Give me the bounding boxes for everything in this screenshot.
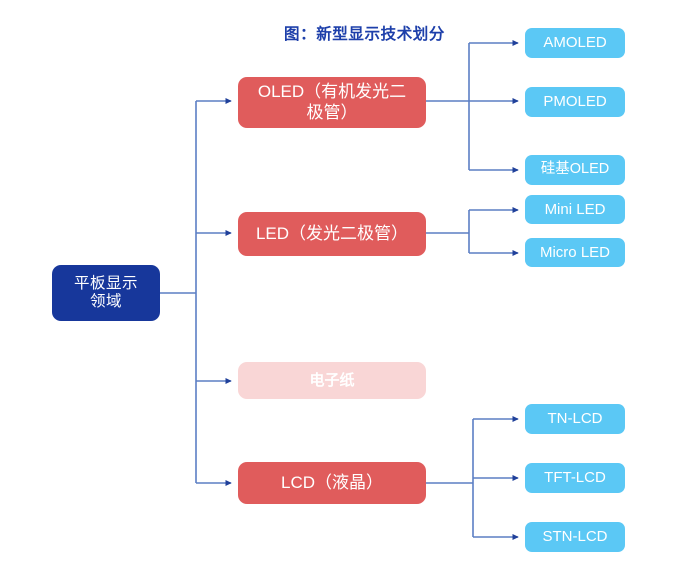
node-silicon-oled[interactable]: 硅基OLED	[525, 155, 625, 185]
node-root[interactable]: 平板显示 领域	[52, 265, 160, 321]
node-pmoled[interactable]: PMOLED	[525, 87, 625, 117]
node-tn-lcd[interactable]: TN-LCD	[525, 404, 625, 434]
node-led[interactable]: LED（发光二极管）	[238, 212, 426, 256]
node-epaper[interactable]: 电子纸	[238, 362, 426, 399]
node-oled[interactable]: OLED（有机发光二 极管）	[238, 77, 426, 128]
node-mini-led[interactable]: Mini LED	[525, 195, 625, 224]
node-lcd[interactable]: LCD（液晶）	[238, 462, 426, 504]
chart-title: 图：新型显示技术划分	[284, 26, 446, 43]
node-tft-lcd[interactable]: TFT-LCD	[525, 463, 625, 493]
node-micro-led[interactable]: Micro LED	[525, 238, 625, 267]
node-stn-lcd[interactable]: STN-LCD	[525, 522, 625, 552]
node-amoled[interactable]: AMOLED	[525, 28, 625, 58]
